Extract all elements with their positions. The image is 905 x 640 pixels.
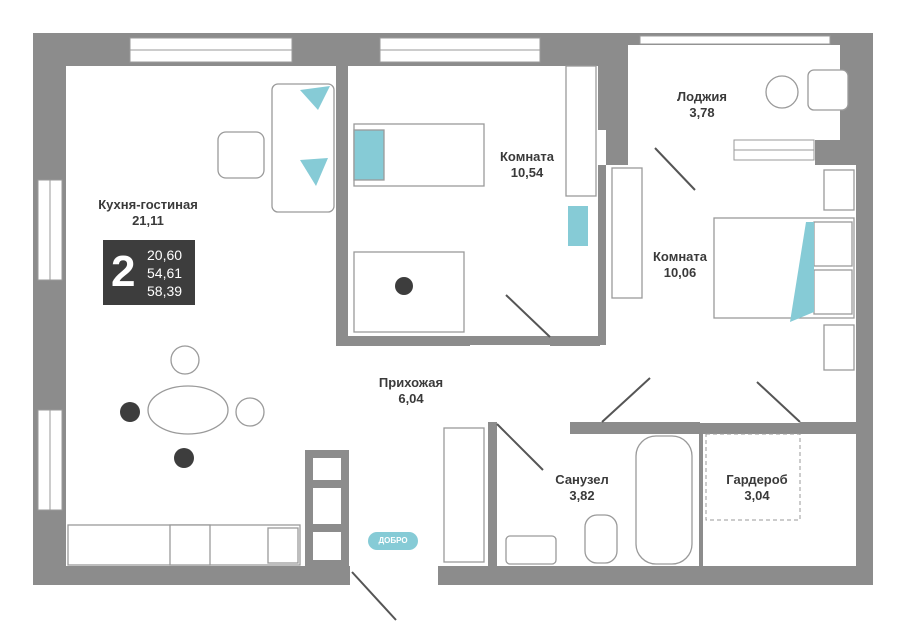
- accents: [300, 86, 814, 322]
- apartment-summary-badge: 2 20,60 54,61 58,39: [103, 240, 195, 305]
- rooms-count: 2: [111, 247, 136, 296]
- doors: [351, 147, 801, 621]
- people: [120, 277, 413, 468]
- total-area: 54,61: [147, 265, 183, 281]
- living-area: 20,60: [147, 247, 183, 263]
- total-area-with-loggia: 58,39: [147, 283, 183, 299]
- brand-doormat-label: ДОБРО: [368, 532, 418, 550]
- windows: [37, 35, 831, 511]
